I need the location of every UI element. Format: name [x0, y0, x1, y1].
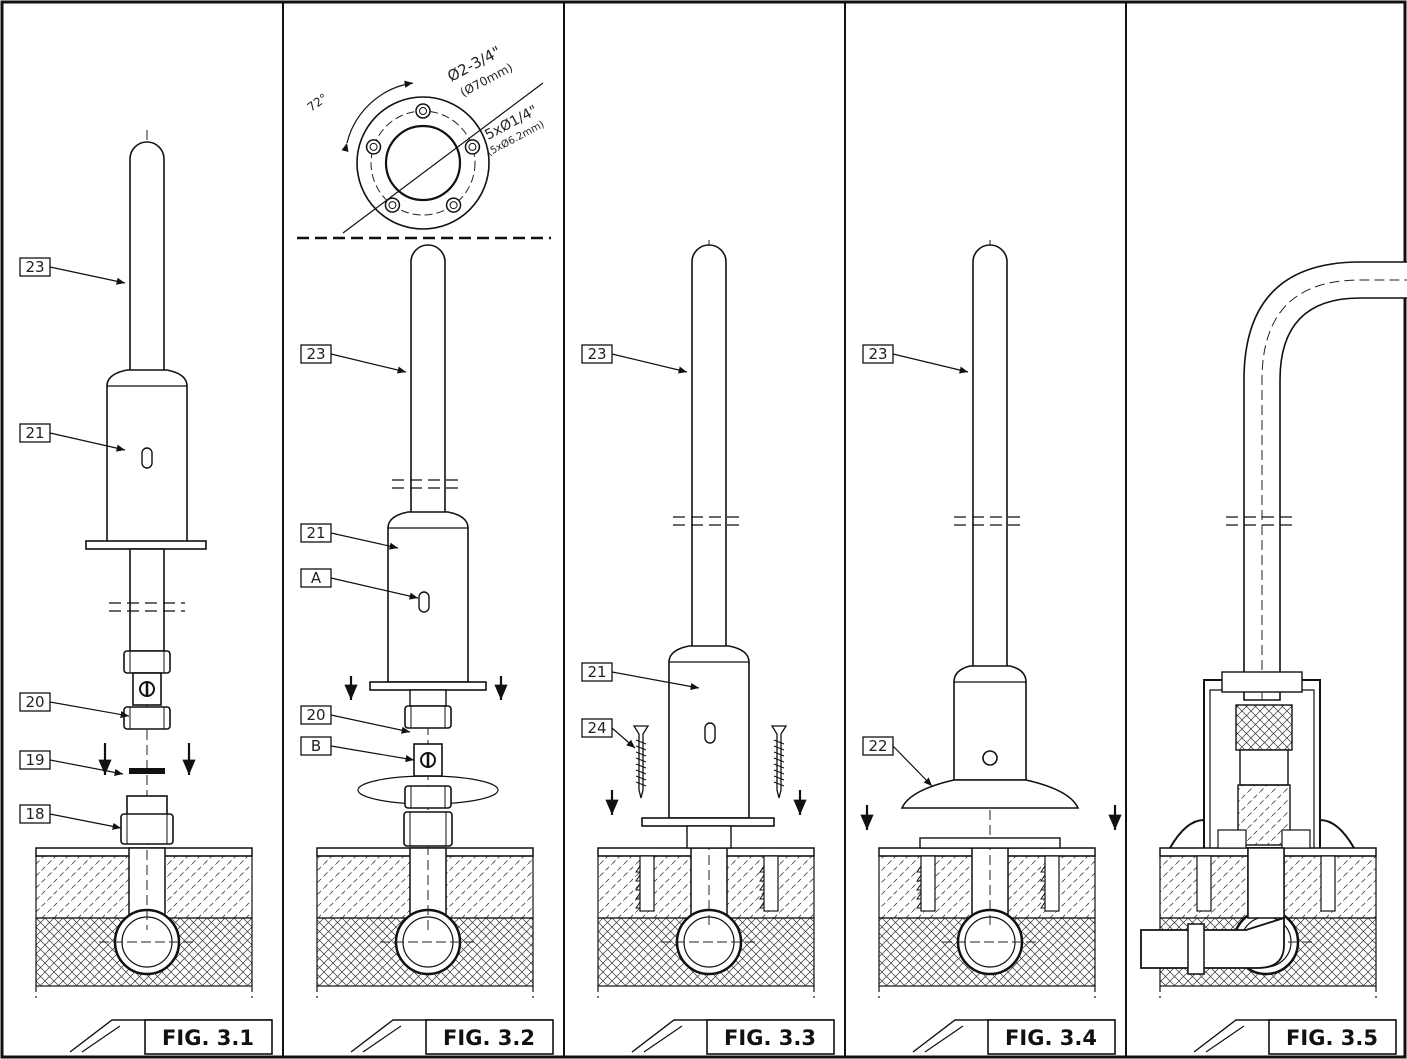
union-nut-lower [404, 785, 452, 809]
callout-24: 24 [587, 719, 606, 737]
sensor-window [418, 591, 430, 613]
figure-label-2: FIG. 3.2 [443, 1026, 535, 1050]
angle-label: 72° [305, 91, 330, 115]
union-nut-lower [123, 706, 171, 730]
figure-box-2 [425, 1019, 554, 1055]
callout-23: 23 [25, 258, 44, 276]
spout-tube [691, 244, 727, 649]
fitting-nut [403, 811, 453, 847]
figure-box-3 [706, 1019, 835, 1055]
callout-21: 21 [587, 663, 606, 681]
callout-21-leader [611, 671, 700, 691]
panel-dividers [282, 2, 1127, 1057]
callout-20-leader [330, 714, 411, 734]
callout-21: 21 [306, 524, 325, 542]
screw [770, 725, 788, 799]
callout-20: 20 [306, 706, 325, 724]
base-plate [369, 681, 487, 691]
figure-label-4: FIG. 3.4 [1005, 1026, 1097, 1050]
panel-5: FIG. 3.5 [1140, 261, 1407, 1055]
wall-plug [639, 855, 655, 912]
fitting-section [1237, 784, 1291, 846]
valve-section [1239, 749, 1289, 786]
fitting-nut [120, 813, 174, 845]
faucet-body [953, 665, 1027, 781]
horizontal-supply [1140, 916, 1285, 969]
callout-22: 22 [868, 737, 887, 755]
supply-connector [1187, 923, 1205, 975]
callout-b-leader [330, 745, 415, 763]
panel-2: 72°Ø2-3/4"(Ø70mm)5xØ1/4"(5xØ6.2mm) 23 21A 2… [297, 42, 554, 1055]
callout-23-leader [330, 353, 407, 374]
callout-20-leader [49, 701, 130, 719]
callout-20: 20 [25, 693, 44, 711]
curved-spout [1243, 261, 1407, 701]
callout-23: 23 [587, 345, 606, 363]
mounting-plate-detail: 72°Ø2-3/4"(Ø70mm)5xØ1/4"(5xØ6.2mm) [305, 42, 546, 234]
spout-tube [410, 244, 446, 517]
wall-plug [1196, 855, 1212, 912]
callout-19-leader [49, 759, 124, 776]
spout-tube [972, 244, 1008, 669]
figure-box-4 [987, 1019, 1116, 1055]
figure-box-1 [144, 1019, 273, 1055]
wall-plug [1044, 855, 1060, 912]
callout-23-leader [611, 353, 688, 374]
wall-plug [1320, 855, 1336, 912]
figure-label-3: FIG. 3.3 [724, 1026, 816, 1050]
sensor-window [141, 447, 153, 469]
figure-label-1: FIG. 3.1 [162, 1026, 254, 1050]
callout-19: 19 [25, 751, 44, 769]
callout-a-leader [330, 577, 419, 600]
extension-pipe [129, 548, 165, 652]
callout-21-leader [330, 532, 399, 550]
cover-flange [900, 779, 1080, 809]
valve-cartridge [1235, 704, 1293, 751]
callout-24-leader [611, 727, 636, 749]
wall-plug [763, 855, 779, 912]
figure-box-5 [1268, 1019, 1397, 1055]
figure-label-5: FIG. 3.5 [1286, 1026, 1378, 1050]
callout-23: 23 [868, 345, 887, 363]
union-nut [404, 705, 452, 729]
callout-23-leader [892, 353, 969, 374]
callout-21-leader [49, 432, 126, 452]
callout-18-leader [49, 813, 122, 830]
sensor-screw [982, 750, 998, 766]
callout-21: 21 [25, 424, 44, 442]
callout-23-leader [49, 266, 126, 285]
base-plate [641, 817, 775, 827]
base-plate [919, 837, 1061, 849]
fitting-top [126, 795, 168, 817]
callout-23: 23 [306, 345, 325, 363]
callout-b: B [311, 737, 321, 755]
gasket [129, 768, 165, 774]
screw [632, 725, 650, 799]
sensor-window [704, 722, 716, 744]
callout-18: 18 [25, 805, 44, 823]
callout-22-leader [892, 745, 933, 787]
callout-a: A [311, 569, 322, 587]
spout-tube [129, 141, 165, 373]
union-nut [123, 650, 171, 674]
wall-plug [920, 855, 936, 912]
base-plate [85, 540, 207, 550]
